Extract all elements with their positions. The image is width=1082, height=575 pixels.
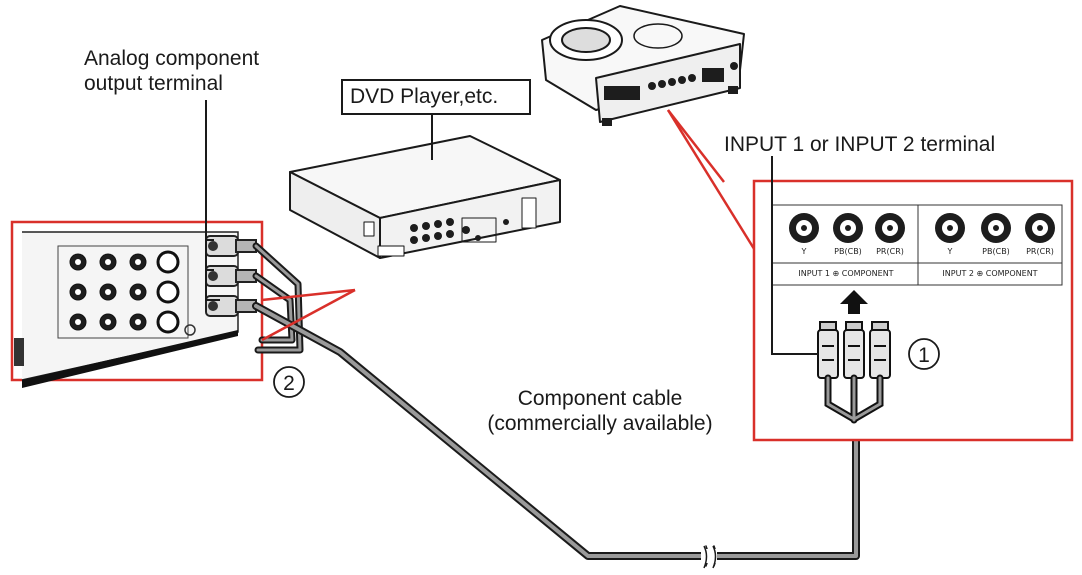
dvd-player-device [289, 135, 561, 259]
dvd-player-label-box [341, 79, 531, 115]
jack-label-pr-2: PR(CR) [1026, 247, 1054, 256]
step-marker-1: 1 [908, 338, 940, 370]
input-terminal-label: INPUT 1 or INPUT 2 terminal [724, 133, 996, 156]
callout-wedges [261, 109, 758, 342]
jack-label-pb-2: PB(CB) [982, 247, 1010, 256]
projector-rca-plugs [817, 321, 891, 379]
insert-arrow [840, 290, 868, 314]
group-label-input-1: INPUT 1 ⊕ COMPONENT [798, 269, 893, 278]
component-cable-line-1: Component cable [517, 387, 683, 410]
dvd-player-label: DVD Player,etc. [350, 85, 499, 108]
step-marker-2: 2 [273, 366, 305, 398]
jack-label-pb-1: PB(CB) [834, 247, 862, 256]
jack-label-y-2: Y [947, 247, 953, 256]
component-cable-label: Component cable (commercially available) [472, 386, 728, 436]
dvd-component-plugs [205, 235, 257, 317]
analog-component-label: Analog component output terminal [84, 46, 259, 96]
component-cable [252, 242, 860, 567]
analog-component-line-1: Analog component [84, 47, 260, 70]
group-label-input-2: INPUT 2 ⊕ COMPONENT [942, 269, 1037, 278]
input-1-jacks [789, 213, 905, 243]
jack-label-pr-1: PR(CR) [876, 247, 904, 256]
input-2-jacks [935, 213, 1055, 243]
step-1-number: 1 [918, 344, 930, 367]
component-cable-line-2: (commercially available) [487, 412, 713, 435]
dvd-rear-panel-zoom [10, 220, 264, 388]
jack-labels: Y PB(CB) PR(CR) Y PB(CB) PR(CR) INPUT 1 … [798, 247, 1053, 278]
leader-lines [205, 100, 818, 355]
projector-input-panel-zoom: Y PB(CB) PR(CR) Y PB(CB) PR(CR) INPUT 1 … [752, 179, 1074, 442]
step-2-number: 2 [283, 372, 295, 395]
jack-label-y-1: Y [801, 247, 807, 256]
projector-device [541, 5, 745, 126]
analog-component-line-2: output terminal [84, 72, 223, 95]
